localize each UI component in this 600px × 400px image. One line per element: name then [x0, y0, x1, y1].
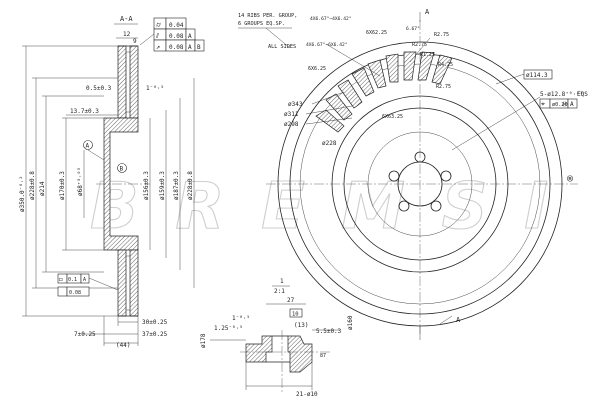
gdt-ref-2: A	[188, 33, 192, 40]
note-ribs: 14 RIBS PER. GROUP,	[238, 13, 297, 19]
dim-d228-left: ø228±0.8	[29, 171, 36, 200]
pos-val: ø0.20	[552, 102, 568, 108]
detail-index: 1	[280, 278, 284, 285]
detail-dim-13: (13)	[294, 322, 308, 329]
inner-diameter-dims: ø170±0.3 ø68⁺⁰·⁰⁵ ø156±0.3 ø159±0.3 ø187…	[59, 78, 195, 288]
holes-callout: 5-ø12.8⁺⁰·²⁵	[540, 91, 583, 98]
gdt-sym-2: ⫽	[155, 32, 160, 40]
diam-228: ø228	[322, 140, 337, 147]
gdt-val-1: 0.04	[169, 22, 184, 29]
holes-eqs: EQS	[577, 91, 588, 98]
detail-dim-10: 10	[292, 312, 299, 318]
gdt-ref-3b: B	[197, 44, 201, 51]
cooling-vanes	[315, 51, 453, 133]
dim-7: 7±0.25	[74, 331, 96, 338]
section-label: A-A	[120, 15, 133, 23]
dim-0-5: 0.5±0.3	[86, 85, 112, 92]
gdt-frame: ⌭ 0.04 ⫽ 0.08 A ↗ 0.08 A B	[139, 17, 205, 52]
datum-a-label: A	[86, 143, 90, 150]
gdt-sym-1: ⌭	[156, 21, 161, 29]
r-label-2: R1.25	[420, 52, 435, 58]
angle-1: 4X6.67°~4X6.42°	[310, 16, 352, 22]
note-groups: 6 GROUPS EQ.SP.	[238, 21, 285, 27]
diam-298: ø298	[284, 121, 299, 128]
pos-sym: ⌖	[541, 100, 545, 108]
angle-2: 4X6.67°~6X6.42°	[306, 42, 348, 48]
datum-b: B	[117, 163, 127, 173]
dim-d187: ø187±0.3	[173, 171, 180, 200]
detail-dim-87: 87	[320, 353, 326, 359]
note-all-sides: ALL SIDES	[268, 44, 296, 50]
r-label-8: 6X63.25	[382, 114, 403, 120]
small-gdt: ◻ 0.1 A 0.08	[57, 273, 119, 297]
r-label-5: R2.75	[436, 84, 451, 90]
datum-b-label: B	[120, 166, 124, 173]
diam-114-3: ø114.3	[526, 72, 548, 79]
r-label-1: R2.75	[434, 32, 449, 38]
dim-d156: ø156±0.3	[143, 171, 150, 200]
diam-343: ø343	[288, 101, 303, 108]
diam-311: ø311	[284, 111, 299, 118]
detail-dim-27: 27	[287, 297, 295, 304]
r-label-6: 6X6.25	[308, 66, 326, 72]
dim-13-7: 13.7±0.3	[70, 108, 99, 115]
dim-1: 1⁻⁰·⁵	[146, 85, 164, 92]
left-diameter-dims: ø350.0⁻⁰·² ø228±0.8 ø214	[19, 45, 118, 317]
dim-30: 30±0.25	[142, 319, 168, 326]
dim-d159: ø159±0.3	[159, 171, 166, 200]
sgdt-ref-1: A	[83, 277, 86, 283]
dim-9: 9	[133, 38, 137, 45]
detail-dim-5-5: 5.5±0.3	[316, 328, 342, 335]
dim-12: 12	[123, 31, 131, 38]
gdt-sym-3: ↗	[156, 43, 160, 51]
gdt-ref-3a: A	[188, 44, 192, 51]
sgdt-val-2: 0.08	[69, 290, 81, 296]
dim-d68: ø68⁺⁰·⁰⁵	[77, 167, 84, 196]
dim-d170: ø170±0.3	[59, 171, 66, 200]
r-label-7: 6X62.25	[366, 30, 387, 36]
front-view: A 14 RIBS PER. GROUP, 6 GROUPS EQ.SP.	[238, 8, 588, 340]
bottom-dims: 30±0.25 37±0.25 7±0.25 (44)	[74, 316, 168, 349]
disc-section	[96, 45, 150, 317]
detail-scale: 2:1	[274, 288, 285, 295]
detail-flag: A	[456, 316, 461, 324]
datum-a: A	[83, 140, 105, 161]
detail-dim-1: 1⁻⁰·⁵	[232, 315, 250, 322]
gdt-val-2: 0.08	[169, 33, 184, 40]
dim-d350: ø350.0⁻⁰·²	[19, 176, 26, 212]
detail-view: 1 2:1 27 10 (13) 5.5±0.3 1⁻⁰·⁵ 1.25⁻⁰·⁵ …	[200, 278, 461, 398]
dim-d228-right: ø228±0.8	[187, 171, 194, 200]
detail-dim-holes: 21-ø10	[296, 391, 318, 398]
dim-37: 37±0.25	[142, 331, 168, 338]
section-view: A-A ⌭ 0.04 ⫽ 0.08 A ↗ 0.08 A B 12 9	[19, 15, 205, 349]
detail-dim-d160: ø160	[347, 315, 354, 330]
angle-3: 6.67°	[406, 26, 420, 32]
dim-d214: ø214	[39, 181, 46, 196]
dim-44: (44)	[116, 342, 130, 349]
front-section-a-top: A	[425, 8, 430, 16]
pos-datum: A	[570, 101, 574, 108]
r-label-4: R4.25	[438, 62, 453, 68]
detail-dim-1-25: 1.25⁻⁰·⁵	[214, 325, 243, 332]
r-label-3: R2.75	[412, 42, 427, 48]
pos-mmc: Ⓜ	[562, 101, 567, 108]
watermark-registered: ®	[567, 174, 574, 185]
sgdt-sym-1: ◻	[59, 276, 63, 283]
sgdt-val-1: 0.1	[68, 277, 77, 283]
detail-dim-d178: ø178	[200, 333, 207, 348]
gdt-val-3: 0.08	[169, 44, 184, 51]
